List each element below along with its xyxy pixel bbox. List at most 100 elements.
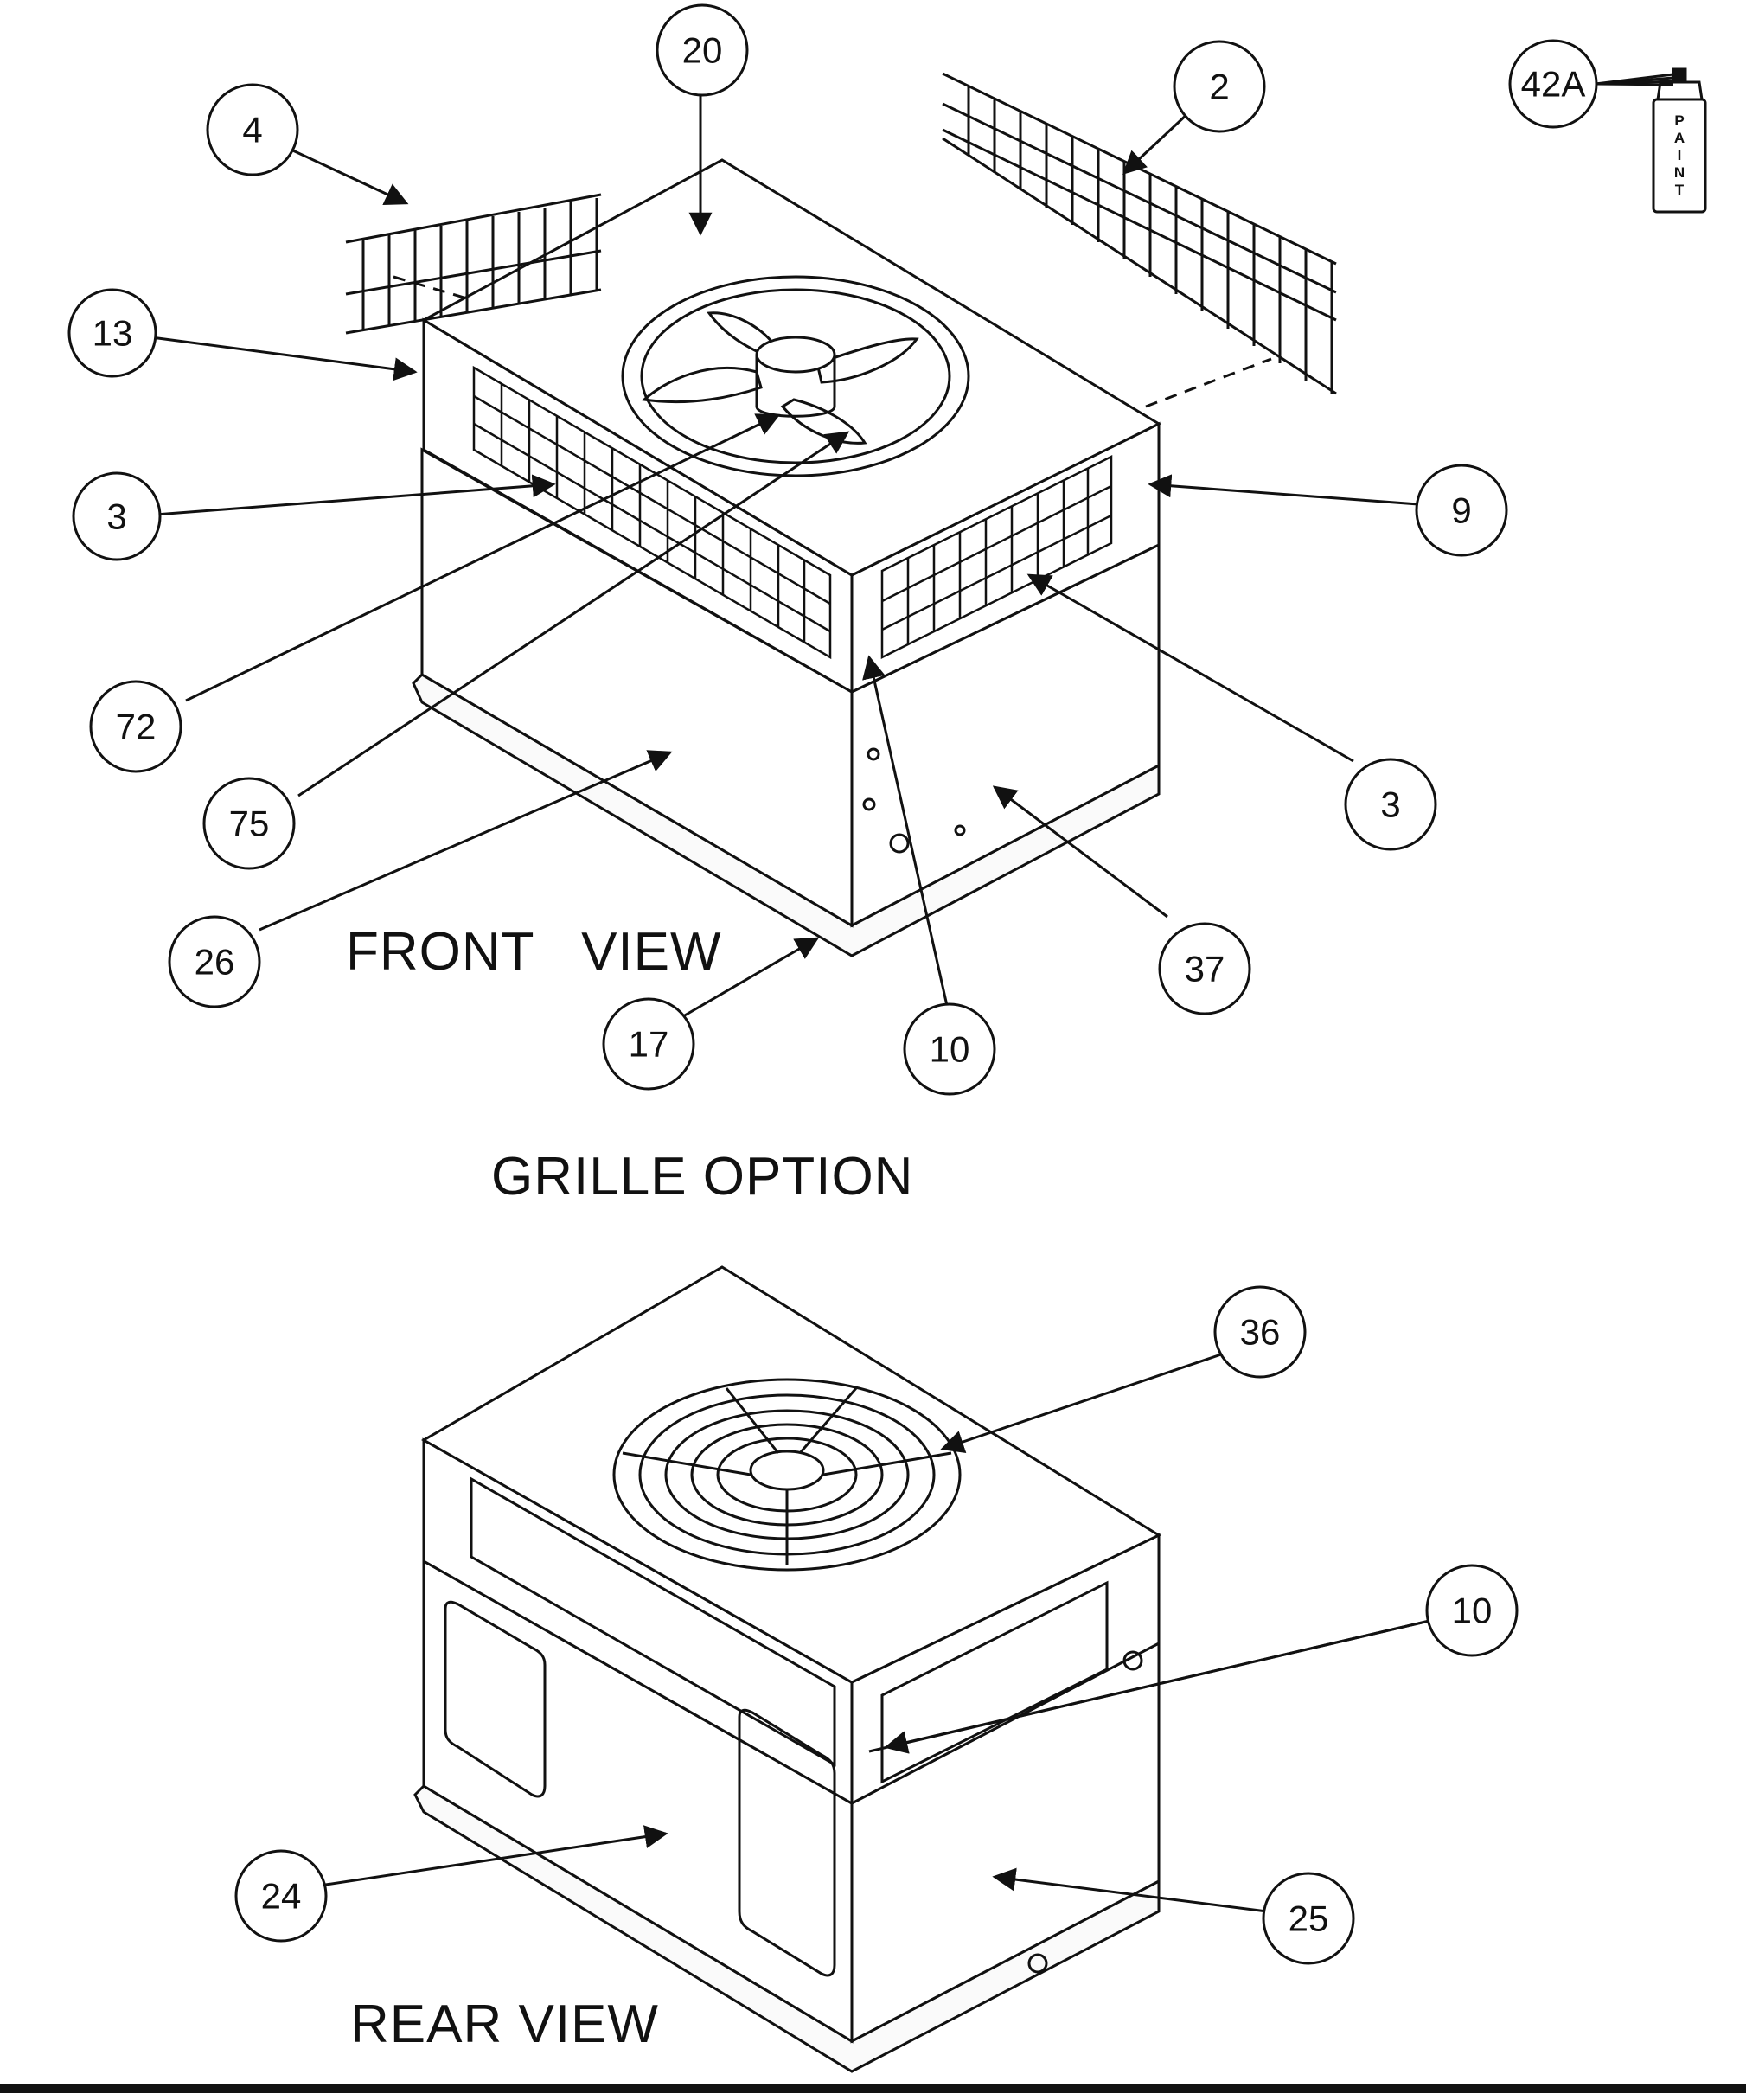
callout-label: 25 (1289, 1898, 1329, 1939)
callout-label: 72 (116, 707, 157, 747)
leader-4 (285, 145, 409, 206)
fan-guard-spoke (622, 1451, 751, 1476)
paint-letter: A (1674, 130, 1685, 146)
return-duct-opening (738, 1708, 836, 1977)
callout-label: 13 (93, 313, 133, 354)
paint-letter: I (1678, 147, 1682, 163)
paint-letter: T (1675, 182, 1685, 198)
panel-hole (862, 797, 876, 811)
leader-3a (155, 474, 556, 516)
front-fan-orifice-outer (621, 275, 970, 477)
leader-3b (1026, 573, 1354, 763)
rear-side-inset (880, 1580, 1109, 1784)
callout-37: 37 (1158, 922, 1251, 1015)
front-fan-orifice-inner (640, 288, 951, 464)
leader-9 (1148, 474, 1419, 506)
callout-label: 20 (682, 30, 723, 71)
callout-4: 4 (206, 83, 299, 176)
fan-blade-1 (641, 366, 763, 404)
leader-37 (992, 785, 1168, 919)
front-fan-assembly (621, 275, 970, 477)
callout-13: 13 (67, 288, 157, 378)
grille-option-heading: GRILLE OPTION (491, 1147, 914, 1207)
callout-label: 9 (1451, 490, 1471, 531)
leader-10a (862, 655, 953, 1026)
leader-72 (185, 413, 781, 702)
paint-can (1595, 67, 1707, 214)
supply-duct-opening (444, 1600, 547, 1798)
panel-hole (867, 747, 880, 761)
panel-hole (1027, 1953, 1048, 1974)
leader-24 (319, 1825, 668, 1887)
paint-can-nozzle (1672, 67, 1687, 81)
callout-label: 24 (261, 1876, 302, 1917)
loose-grille-4 (345, 193, 602, 335)
panel-hole (889, 833, 910, 854)
front-view-heading: FRONT VIEW (346, 922, 722, 982)
bottom-border (0, 2084, 1746, 2093)
rear-view-heading: REAR VIEW (350, 1994, 659, 2054)
paint-letter: N (1674, 164, 1685, 181)
rear-unit (413, 1265, 1162, 2073)
fan-blade-2 (780, 398, 867, 445)
front-grille-side (880, 454, 1113, 660)
paint-can-label: P A I N T (1674, 112, 1685, 198)
front-unit (393, 158, 1272, 957)
leader-2 (1122, 111, 1191, 175)
callout-10b: 10 (1425, 1564, 1519, 1657)
panel-hole (1122, 1650, 1143, 1671)
callout-label: 42A (1521, 64, 1586, 105)
fan-guard-spoke (822, 1451, 952, 1476)
callout-label: 37 (1185, 949, 1225, 989)
callout-label: 17 (629, 1024, 669, 1065)
callout-10a: 10 (903, 1002, 996, 1096)
callout-75: 75 (202, 777, 296, 870)
callout-label: 75 (229, 804, 270, 844)
callout-9: 9 (1415, 464, 1508, 557)
callout-label: 10 (930, 1029, 970, 1070)
callout-25: 25 (1262, 1872, 1355, 1965)
callout-3b: 3 (1344, 758, 1437, 851)
callout-label: 10 (1452, 1591, 1493, 1631)
fan-guard-spoke (725, 1387, 780, 1454)
callout-26: 26 (168, 915, 261, 1008)
fan-guard-hub (749, 1450, 825, 1491)
callout-72: 72 (89, 680, 182, 773)
callout-label: 3 (106, 496, 126, 537)
grille-guide-left (393, 275, 468, 300)
rear-fan-guard (612, 1378, 962, 1572)
fan-guard-ring (612, 1378, 962, 1572)
callout-label: 3 (1380, 784, 1400, 825)
rear-upper-inset (470, 1476, 836, 1767)
callout-42a: 42A (1508, 39, 1598, 129)
fan-guard-spoke (798, 1387, 858, 1454)
leader-10b-extra (868, 1616, 1445, 1753)
fan-motor-body (755, 355, 836, 418)
fan-blade-3 (815, 337, 919, 384)
leader-lines (150, 91, 1445, 1913)
callout-17: 17 (602, 997, 695, 1091)
callout-label: 26 (195, 942, 235, 983)
callout-20: 20 (656, 3, 749, 97)
leader-75 (297, 431, 850, 797)
callout-label: 4 (242, 110, 262, 150)
callout-label: 36 (1240, 1312, 1281, 1353)
panel-hole (954, 824, 966, 836)
callout-24: 24 (234, 1849, 328, 1943)
callouts: 4 20 2 42A 13 3 9 72 (67, 3, 1598, 1965)
callout-label: 2 (1209, 67, 1229, 107)
paint-spray-line (1595, 82, 1674, 86)
leader-26 (259, 750, 673, 932)
leader-17 (682, 937, 820, 1018)
callout-36: 36 (1213, 1285, 1307, 1379)
leader-36 (940, 1352, 1225, 1453)
paint-can-body (1652, 98, 1707, 214)
grille-guide-right (1145, 357, 1272, 408)
paint-letter: P (1674, 112, 1684, 129)
callout-3a: 3 (72, 471, 162, 561)
leader-13 (150, 336, 418, 381)
front-grille-front (472, 365, 832, 660)
leader-25 (992, 1867, 1268, 1913)
callout-2: 2 (1173, 40, 1266, 133)
